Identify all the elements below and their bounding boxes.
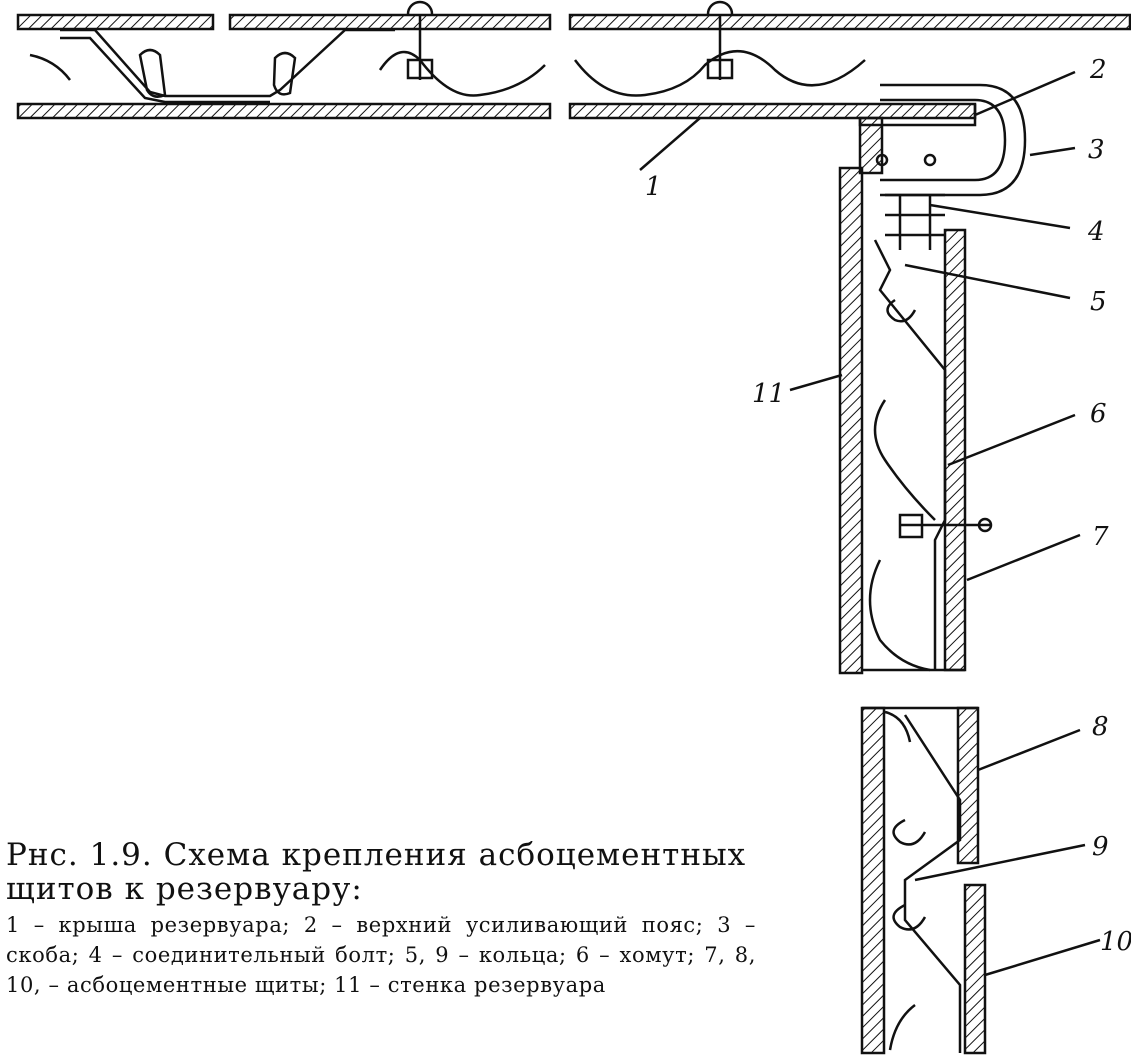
leader-7 [966, 533, 1081, 582]
wall-clamp-6 [868, 399, 936, 672]
roof-clamp-wave-a [378, 50, 546, 97]
roof-upper-panel-c [568, 13, 1131, 31]
roof-clamp-wave-b [574, 50, 866, 97]
wall-ring-5 [886, 298, 917, 323]
leader-8 [977, 728, 1081, 772]
roof-ring-1 [138, 48, 167, 98]
lower-ring-9-a [892, 818, 927, 846]
leader-5 [904, 263, 1071, 300]
lower-strap [903, 714, 962, 1053]
leader-11 [789, 373, 843, 392]
label-10: 10 [1100, 927, 1131, 957]
leader-4 [929, 203, 1071, 230]
tank-wall-upper [858, 116, 884, 175]
leader-2 [974, 70, 1076, 117]
leader-9 [914, 843, 1086, 882]
figure-caption: Рнс. 1.9. Схема крепления асбоцементных … [6, 838, 756, 1000]
label-6: 6 [1090, 399, 1107, 429]
label-5: 5 [1090, 287, 1107, 317]
leader-6 [947, 413, 1076, 467]
label-11: 11 [752, 379, 785, 409]
label-7: 7 [1092, 522, 1109, 552]
leader-3 [1029, 146, 1076, 157]
leader-10 [984, 938, 1101, 977]
panel-10 [963, 883, 987, 1055]
bracket-inner [880, 98, 1007, 182]
lower-ring-9-b [892, 903, 927, 931]
tank-wall [838, 166, 864, 675]
panel-7 [943, 228, 967, 672]
roof-bolt-1 [406, 0, 434, 80]
roof-strap-left-inner [60, 36, 270, 104]
connecting-bolt [885, 193, 945, 250]
wall-strap [873, 239, 947, 670]
bracket-rivet-2 [923, 153, 937, 167]
bracket [880, 83, 1027, 197]
roof-lower-panel-a [16, 102, 552, 120]
lower-clamp-bottom [888, 1004, 916, 1051]
roof-strap-left [60, 28, 395, 98]
roof-lower-panel-b [568, 102, 977, 120]
roof-arc-left [29, 53, 71, 81]
roof-ring-2 [272, 51, 297, 96]
label-8: 8 [1092, 712, 1109, 742]
roof-upper-panel-b [228, 13, 552, 31]
caption-legend: 1 – крыша резервуара; 2 – верхний усилив… [6, 913, 756, 997]
label-2: 2 [1089, 55, 1107, 85]
lower-clamp-top [884, 710, 912, 743]
label-1: 1 [645, 172, 662, 202]
caption-title: Рнс. 1.9. Схема крепления асбоцементных … [6, 837, 747, 907]
tank-wall-lower [860, 706, 886, 1055]
label-4: 4 [1087, 217, 1105, 247]
leader-1 [639, 117, 701, 171]
label-3: 3 [1088, 135, 1105, 165]
wall-bolt [898, 513, 993, 539]
roof-bolt-2 [706, 0, 734, 80]
roof-upper-panel-a [16, 13, 215, 31]
label-9: 9 [1092, 832, 1109, 862]
